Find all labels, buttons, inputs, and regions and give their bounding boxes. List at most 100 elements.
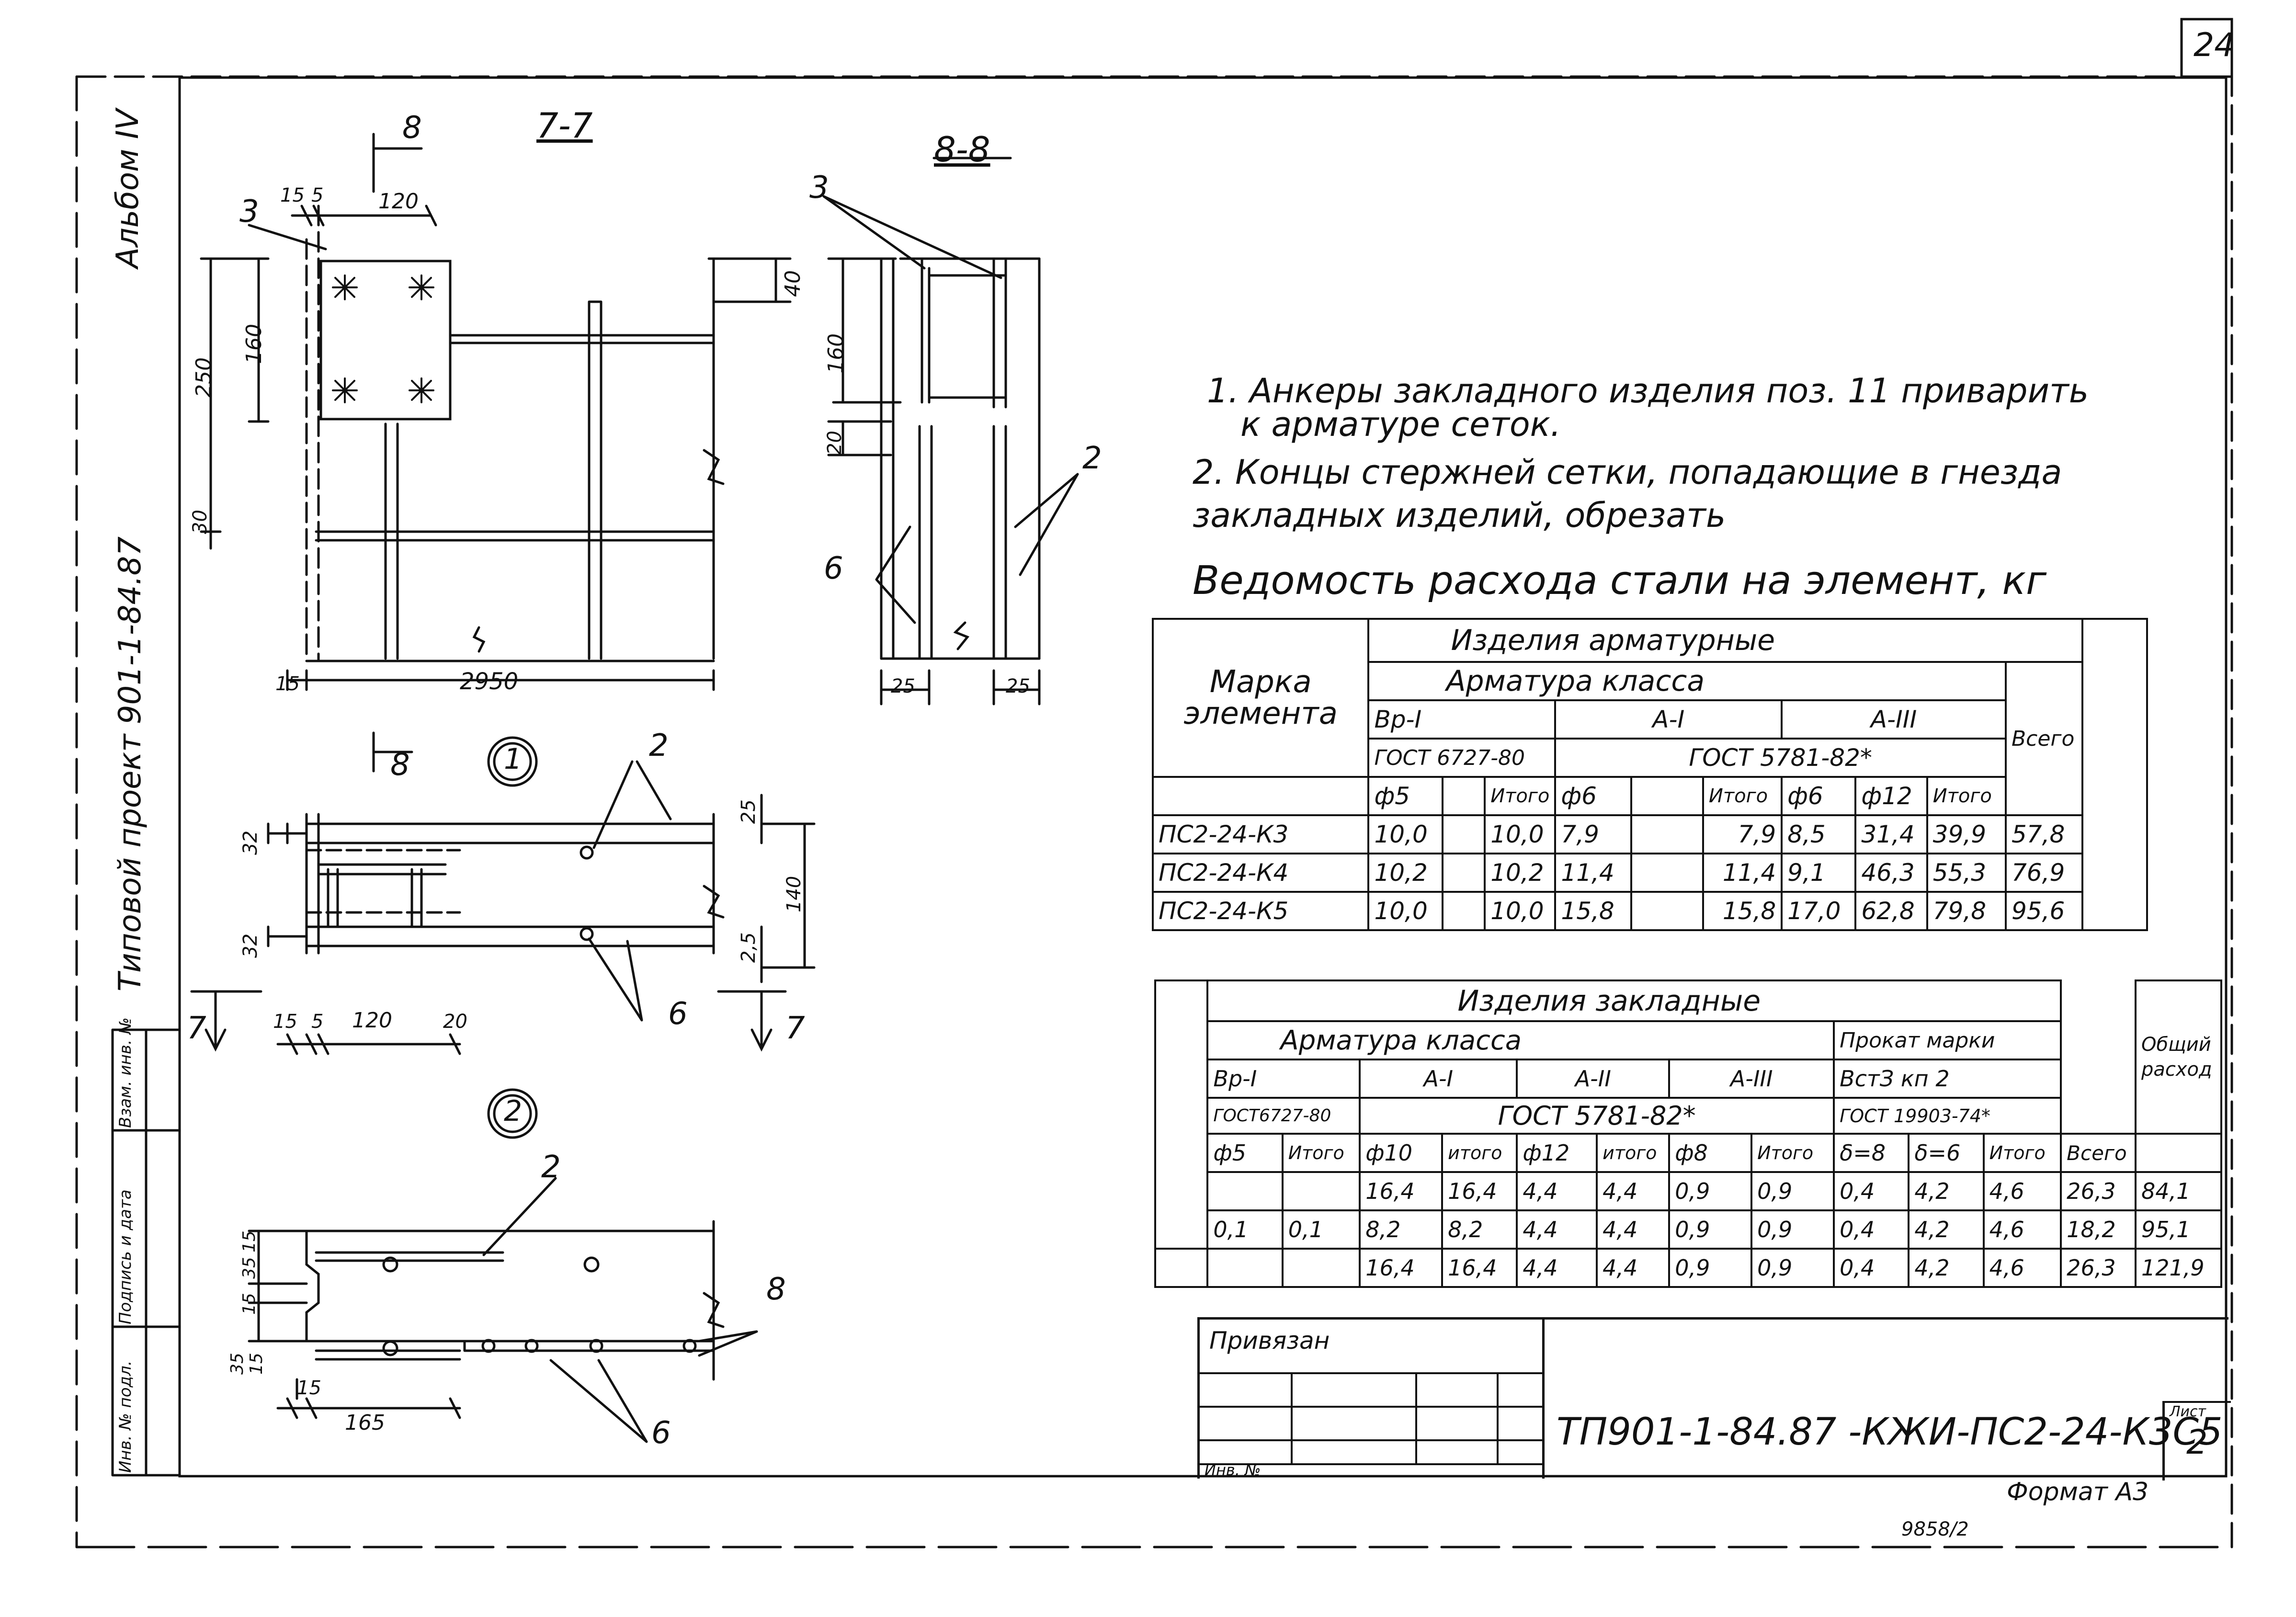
d1-dim-32b: 32 (239, 934, 261, 958)
steel-table-reinforcement: Марка элемента Изделия арматурные Армату… (1151, 618, 2148, 931)
pos-3-label: 3 (239, 194, 259, 229)
emb-class-brI: Вр-I (1206, 1059, 1361, 1099)
cell (1206, 1248, 1284, 1288)
dim-5: 5 (311, 184, 324, 206)
cell: 4,4 (1516, 1171, 1598, 1211)
pos-3b-label: 3 (809, 170, 829, 205)
grand-total-line2: расход (2141, 1059, 2212, 1081)
cell: 16,4 (1441, 1248, 1518, 1288)
col-itogo1: Итого (1484, 776, 1557, 816)
dim-25a: 25 (891, 675, 915, 697)
total-header: Всего (2004, 661, 2083, 816)
dim-30: 30 (189, 510, 211, 534)
side-stamp-inv: Инв. № подл. (116, 1360, 135, 1473)
emb-gost-19903: ГОСТ 19903-74* (1833, 1097, 2062, 1135)
emb-class-aI: А-I (1359, 1059, 1518, 1099)
cell: 16,4 (1359, 1248, 1444, 1288)
class-aI: А-I (1554, 699, 1783, 740)
emb-class-aIII: А-III (1668, 1059, 1835, 1099)
rolled-header: Прокат марки (1833, 1020, 2062, 1060)
d1-dim-32a: 32 (239, 831, 261, 855)
detail-1-drawing (190, 736, 816, 1055)
section-7-7-drawing (200, 133, 792, 773)
emb-gost-6727: ГОСТ6727-80 (1206, 1097, 1361, 1135)
emb-col-f8: ф8 (1668, 1133, 1753, 1173)
col-empty1 (1441, 776, 1486, 816)
album-label: Альбом IV (110, 109, 146, 268)
cell (1206, 1171, 1284, 1211)
cell: 4,4 (1596, 1248, 1671, 1288)
mark-header-line2: элемента (1183, 696, 1338, 731)
cell: 10,0 (1484, 814, 1557, 854)
sheet-value: 2 (2186, 1423, 2208, 1462)
cell: 18,2 (2060, 1209, 2137, 1250)
emb-col-itogo4: Итого (1750, 1133, 1835, 1173)
cell: 0,1 (1281, 1209, 1361, 1250)
row-mark: ПС2-24-К4 (1151, 853, 1370, 893)
cell: 39,9 (1926, 814, 2007, 854)
format-label: Формат А3 (2007, 1478, 2149, 1506)
section-8-8-drawing (822, 157, 1079, 706)
cell: 95,1 (2134, 1209, 2223, 1250)
cell: 121,9 (2134, 1248, 2223, 1288)
row-mark: ПС2-24-К3 (1151, 814, 1370, 854)
cell: 55,3 (1926, 853, 2007, 893)
cell (1630, 814, 1704, 854)
anchor-marks (332, 274, 434, 403)
cell (1441, 891, 1486, 931)
emb-col-f5: ф5 (1206, 1133, 1284, 1173)
cell: 76,9 (2004, 853, 2083, 893)
dim-40: 40 (781, 270, 805, 297)
sheet-number-box (2180, 18, 2233, 78)
embedded-group-header: Изделия закладные (1206, 979, 2062, 1022)
d1-dim-15: 15 (273, 1011, 297, 1033)
cell: 16,4 (1441, 1171, 1518, 1211)
cell: 8,2 (1441, 1209, 1518, 1250)
row-mark: ПС2-24-К5 (1151, 891, 1370, 931)
detail-2-drawing (248, 1088, 758, 1443)
sheet-number: 24 (2194, 26, 2235, 64)
col-f5: ф5 (1367, 776, 1444, 816)
col-f6: ф6 (1554, 776, 1633, 816)
emb-col-itogo3: итого (1596, 1133, 1671, 1173)
cell (1281, 1248, 1361, 1288)
cell: 31,4 (1854, 814, 1928, 854)
cell: 7,9 (1554, 814, 1633, 854)
cell: 84,1 (2134, 1171, 2223, 1211)
emb-col-itogo2: итого (1441, 1133, 1518, 1173)
cell: 0,4 (1833, 1248, 1910, 1288)
cell: 0,9 (1750, 1209, 1835, 1250)
dim-25b: 25 (1006, 675, 1030, 697)
cell: 79,8 (1926, 891, 2007, 931)
detail-2-number: 2 (504, 1094, 523, 1128)
cell: 4,4 (1596, 1171, 1671, 1211)
dim-160b: 160 (824, 333, 848, 374)
title-block: Привязан Инв. № ТП901-1-84.87 -КЖИ-ПС2-2… (1197, 1317, 2231, 1480)
steel-table-embedded: Изделия закладные Общий расход Арматура … (1154, 979, 2223, 1288)
emb-class-aII: А-II (1516, 1059, 1671, 1099)
d2-dim-15b: 15 (239, 1293, 259, 1315)
cell: 62,8 (1854, 891, 1928, 931)
d2-dim-35b: 35 (227, 1353, 247, 1375)
pos-2-label: 2 (1082, 441, 1102, 476)
gost-5781: ГОСТ 5781-82* (1554, 738, 2007, 778)
d2-dim-15d: 15 (297, 1377, 321, 1399)
section-7-7-title: 7-7 (536, 105, 593, 146)
mark-header: Марка элемента (1151, 618, 1370, 778)
subgroup-header: Арматура класса (1367, 661, 2007, 701)
side-stamp-replace: Взам. инв. № (116, 1017, 135, 1128)
emb-col-f12: ф12 (1516, 1133, 1598, 1173)
mark-header-line1: Марка (1209, 664, 1312, 700)
emb-col-f10: ф10 (1359, 1133, 1444, 1173)
cell: 17,0 (1781, 891, 1857, 931)
d2-dim-165: 165 (345, 1411, 385, 1435)
gost-6727: ГОСТ 6727-80 (1367, 738, 1557, 778)
privyazan-label: Привязан (1209, 1327, 1330, 1355)
cell: 0,9 (1668, 1248, 1753, 1288)
drawing-code: ТП901-1-84.87 -КЖИ-ПС2-24-К3С5 (1557, 1411, 2223, 1454)
d1-pos-2: 2 (649, 728, 669, 763)
dim-120: 120 (378, 189, 419, 214)
